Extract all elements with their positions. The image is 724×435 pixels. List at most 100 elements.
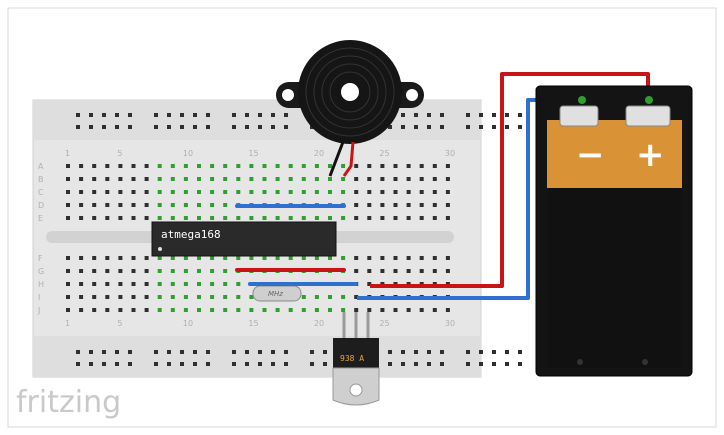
- breadboard-hole: [367, 190, 372, 194]
- rail-hole: [89, 362, 93, 366]
- rail-hole: [128, 350, 132, 354]
- breadboard-hole: [341, 190, 346, 194]
- breadboard-hole: [131, 295, 136, 299]
- breadboard-hole: [105, 216, 110, 220]
- breadboard-hole: [197, 295, 201, 299]
- breadboard-hole: [262, 308, 267, 312]
- breadboard-hole: [314, 295, 319, 299]
- rail-hole: [102, 350, 106, 354]
- row-letter: B: [38, 175, 44, 184]
- rail-hole: [440, 362, 444, 366]
- rail-hole: [388, 362, 392, 366]
- breadboard-hole: [131, 190, 136, 194]
- breadboard-hole: [105, 308, 110, 312]
- breadboard-hole: [275, 308, 280, 312]
- rail-hole: [180, 362, 184, 366]
- breadboard-hole: [170, 190, 175, 194]
- breadboard-hole: [131, 216, 136, 220]
- rail-hole: [492, 113, 496, 117]
- breadboard-hole: [249, 177, 254, 181]
- breadboard-hole: [92, 295, 97, 299]
- battery-negative-terminal[interactable]: [559, 105, 599, 127]
- breadboard-hole: [66, 256, 70, 260]
- breadboard-hole: [445, 177, 450, 181]
- breadboard-hole: [92, 308, 97, 312]
- breadboard-hole: [223, 308, 228, 312]
- breadboard-hole: [183, 164, 188, 168]
- wire-red-to-battery[interactable]: [370, 72, 650, 288]
- breadboard-hole: [183, 190, 188, 194]
- breadboard-hole: [341, 256, 346, 260]
- breadboard-hole: [144, 282, 149, 286]
- rail-hole: [89, 350, 93, 354]
- breadboard-hole: [223, 295, 228, 299]
- row-letter: A: [38, 162, 44, 171]
- rail-hole: [466, 125, 470, 129]
- breadboard-hole: [380, 216, 385, 220]
- battery-positive-terminal[interactable]: [625, 105, 671, 127]
- breadboard-hole: [79, 269, 84, 273]
- rail-hole: [180, 350, 184, 354]
- breadboard-hole: [92, 282, 97, 286]
- breadboard-hole: [183, 295, 188, 299]
- fritzing-logo: fritzing: [16, 385, 121, 420]
- breadboard-hole: [406, 177, 411, 181]
- piezo-buzzer[interactable]: [276, 40, 424, 177]
- breadboard-hole: [131, 203, 136, 207]
- breadboard-hole: [354, 308, 359, 312]
- rail-hole: [154, 362, 158, 366]
- rail-hole: [154, 350, 158, 354]
- breadboard-hole: [236, 282, 241, 286]
- rail-hole: [388, 350, 392, 354]
- breadboard-hole: [197, 177, 201, 181]
- breadboard-hole: [197, 164, 201, 168]
- breadboard-hole: [406, 164, 411, 168]
- crystal[interactable]: MHz: [252, 285, 302, 302]
- rail-hole: [479, 350, 483, 354]
- breadboard-hole: [131, 282, 136, 286]
- rail-hole: [284, 350, 288, 354]
- breadboard-hole: [406, 256, 411, 260]
- rail-hole: [76, 113, 80, 117]
- rail-hole: [505, 113, 509, 117]
- rail-hole: [466, 362, 470, 366]
- rail-hole: [440, 113, 444, 117]
- rail-hole: [245, 350, 249, 354]
- breadboard-hole: [380, 308, 385, 312]
- rail-hole: [193, 125, 197, 129]
- breadboard-hole: [301, 164, 306, 168]
- voltage-regulator[interactable]: 938 A: [332, 312, 380, 406]
- breadboard-hole: [79, 216, 84, 220]
- breadboard-hole: [131, 269, 136, 273]
- breadboard-hole: [328, 216, 332, 220]
- breadboard-hole: [393, 190, 398, 194]
- rail-hole: [427, 125, 431, 129]
- battery-9v[interactable]: − + 9v: [535, 85, 693, 377]
- breadboard-hole: [183, 177, 188, 181]
- rail-hole: [479, 125, 483, 129]
- breadboard-hole: [301, 190, 306, 194]
- breadboard-hole: [367, 216, 372, 220]
- breadboard-hole: [249, 308, 254, 312]
- breadboard-hole: [223, 203, 228, 207]
- breadboard-hole: [249, 295, 254, 299]
- rail-hole: [414, 113, 418, 117]
- breadboard-hole: [92, 269, 97, 273]
- breadboard-hole: [118, 282, 123, 286]
- breadboard-hole: [210, 282, 215, 286]
- breadboard-hole: [393, 164, 398, 168]
- breadboard-hole: [66, 203, 70, 207]
- rail-hole: [180, 125, 184, 129]
- breadboard-hole: [288, 308, 293, 312]
- breadboard-hole: [66, 177, 70, 181]
- breadboard-hole: [66, 295, 70, 299]
- breadboard-hole: [406, 308, 411, 312]
- breadboard-hole: [210, 269, 215, 273]
- breadboard-hole: [157, 177, 162, 181]
- column-number: 25: [379, 319, 389, 328]
- breadboard-hole: [275, 164, 280, 168]
- breadboard-hole: [157, 295, 162, 299]
- breadboard-hole: [275, 216, 280, 220]
- atmega-chip[interactable]: atmega168: [151, 221, 337, 257]
- breadboard-hole: [210, 308, 215, 312]
